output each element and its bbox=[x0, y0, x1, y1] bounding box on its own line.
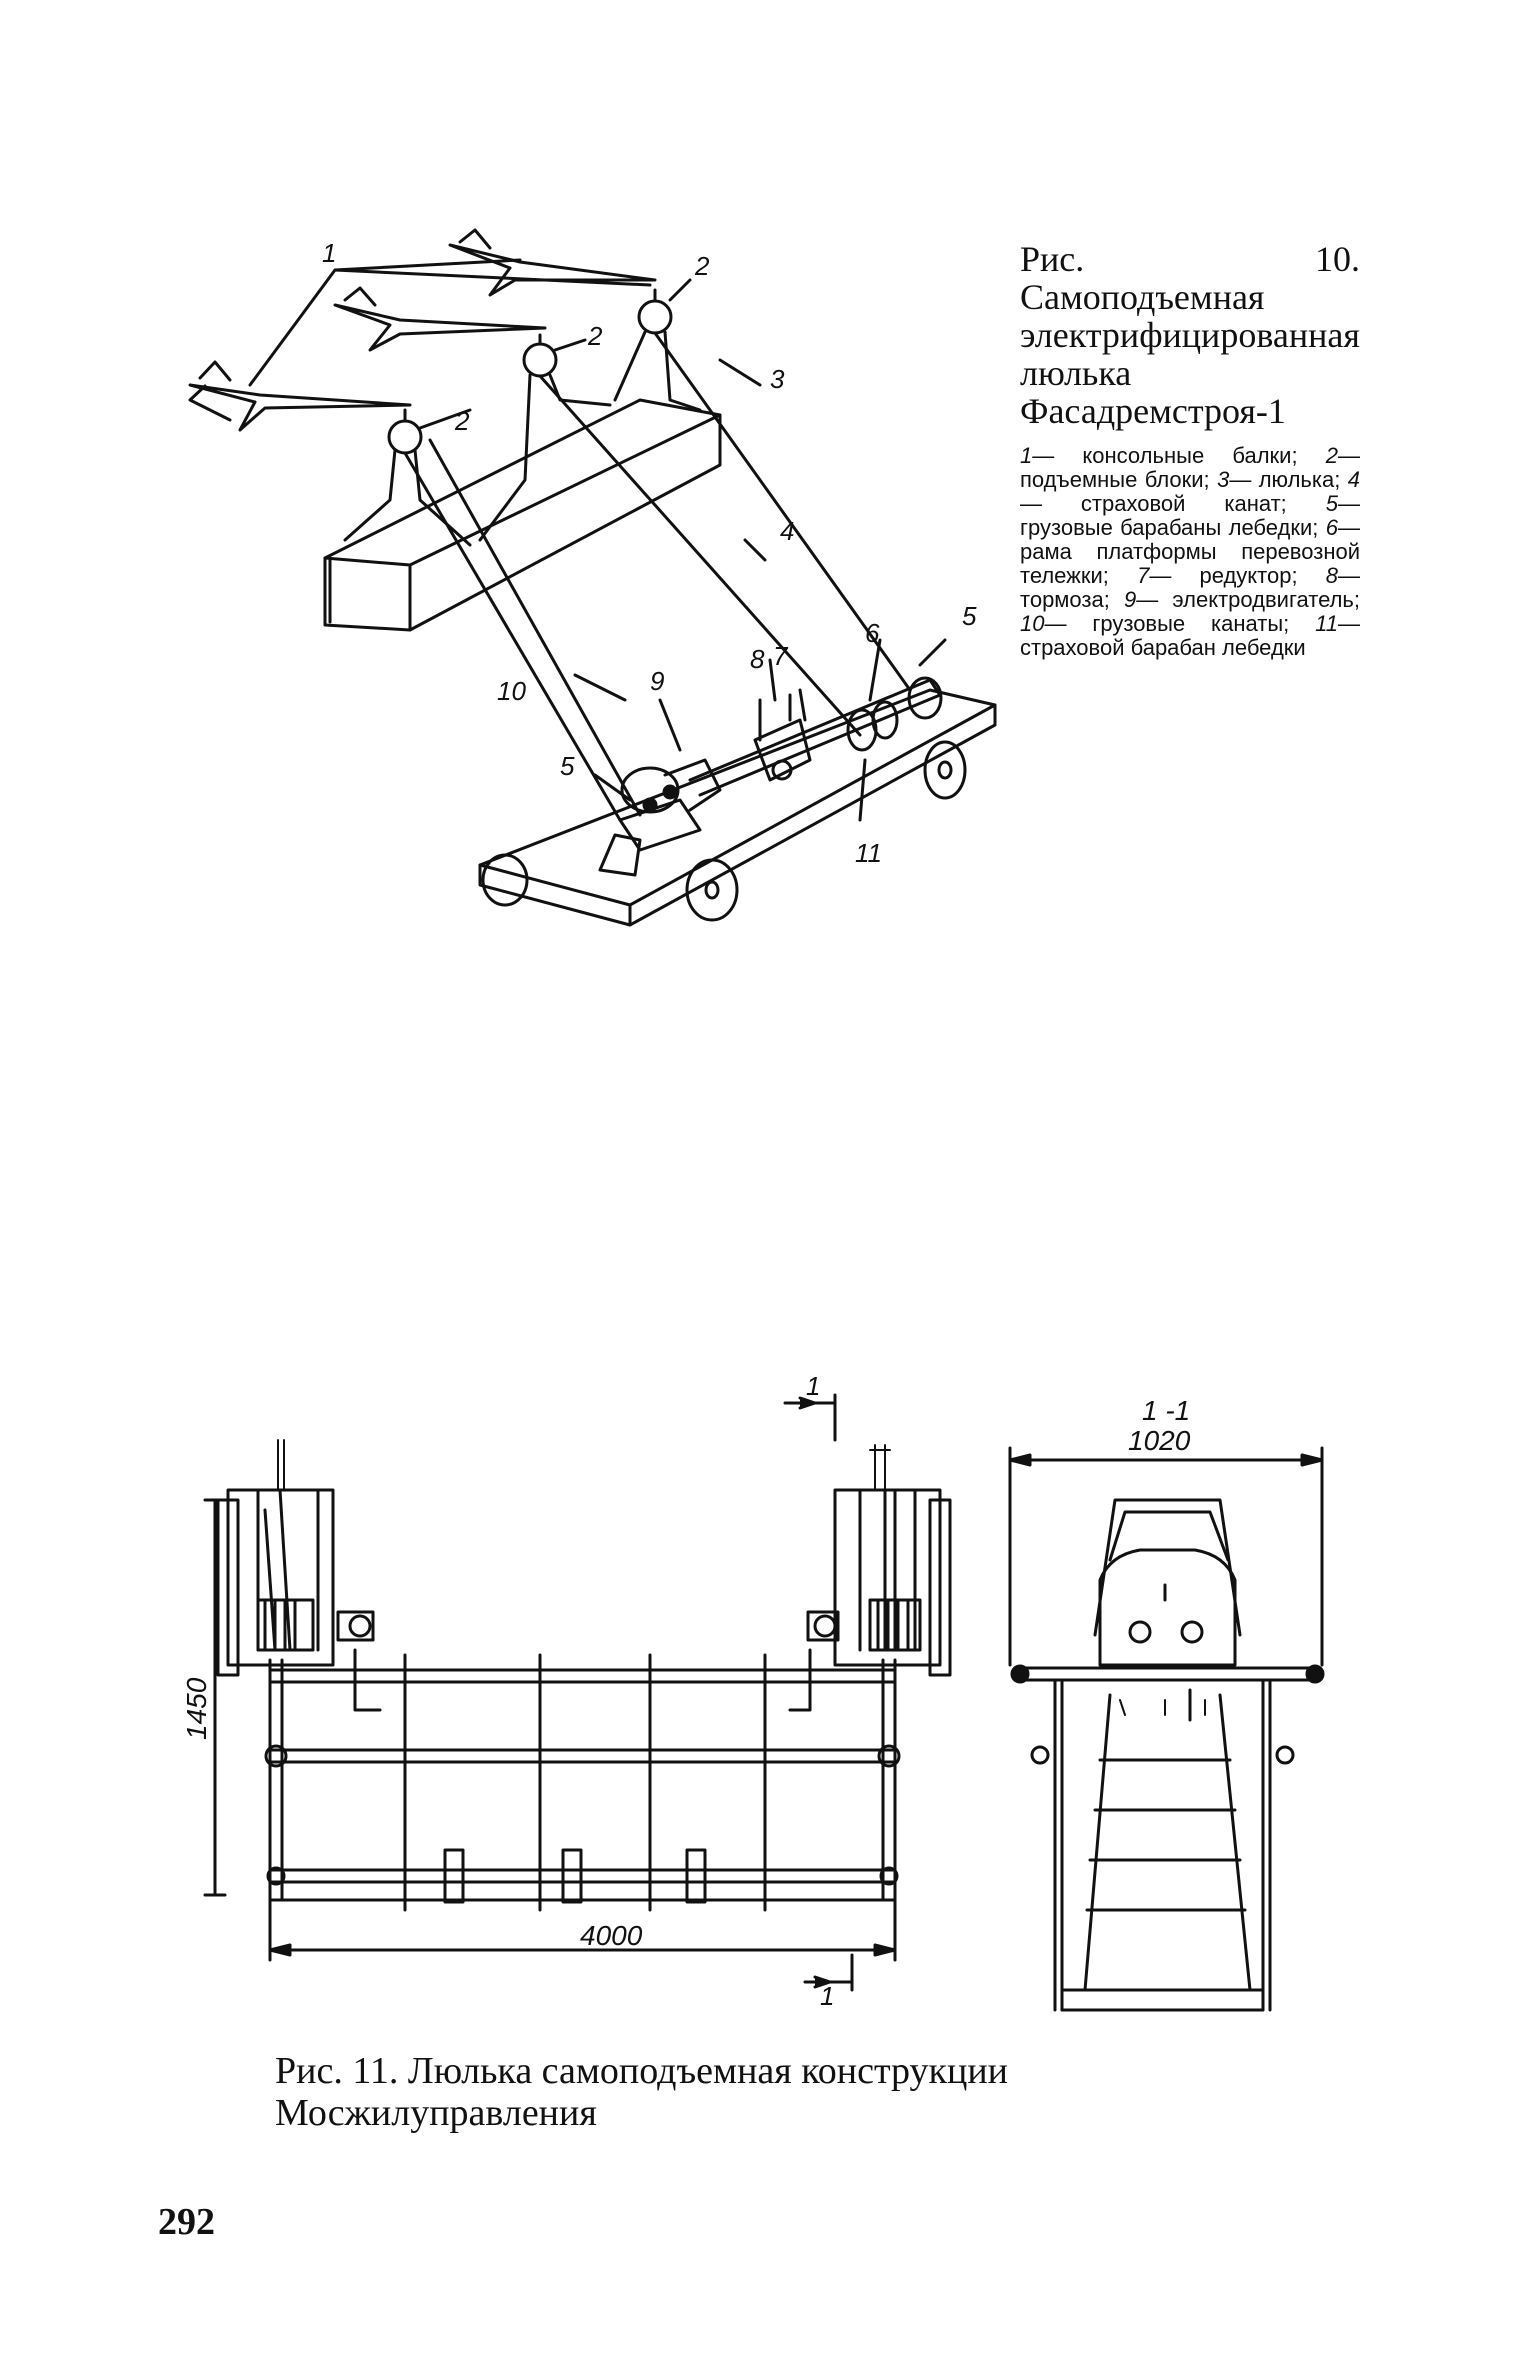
callout-2: 2 bbox=[694, 251, 710, 281]
section-marker-bottom: 1 bbox=[820, 1981, 834, 2011]
callout-4: 4 bbox=[780, 516, 794, 546]
section-marker-top: 1 bbox=[806, 1371, 820, 1401]
fig10-drawing bbox=[188, 228, 997, 927]
callout-11: 11 bbox=[855, 838, 882, 868]
fig11-section bbox=[1008, 1446, 1325, 2012]
callout-2: 2 bbox=[587, 321, 603, 351]
fig10-caption: Рис. 10. Самоподъемная электрифицированн… bbox=[1020, 240, 1360, 660]
callout-8: 8 bbox=[750, 644, 765, 674]
legend-item: 11— страховой барабан лебедки bbox=[1020, 611, 1360, 660]
cantilever-beam bbox=[333, 286, 547, 352]
fig10-legend: 1— консольные балки; 2— подъемные блоки;… bbox=[1020, 444, 1360, 660]
callout-7: 7 bbox=[773, 641, 789, 671]
legend-item: 5— грузовые барабаны лебедки; bbox=[1020, 491, 1360, 540]
legend-item: 10— грузовые канаты; bbox=[1020, 611, 1290, 636]
lifting-block bbox=[522, 342, 558, 378]
dimension-height: 1450 bbox=[181, 1677, 212, 1740]
safety-rope bbox=[653, 331, 912, 692]
fig11-caption: Рис. 11. Люлька самоподъемная конструкци… bbox=[275, 2050, 1009, 2134]
load-rope bbox=[403, 451, 622, 822]
legend-item: 4— страховой канат; bbox=[1020, 467, 1360, 516]
legend-item: 9— электродвигатель; bbox=[1124, 587, 1360, 612]
callout-3: 3 bbox=[770, 364, 785, 394]
callout-10: 10 bbox=[497, 676, 526, 706]
legend-item: 3— люлька; bbox=[1217, 467, 1341, 492]
cradle-box bbox=[323, 398, 722, 632]
platform-frame bbox=[478, 688, 997, 907]
page-number: 292 bbox=[158, 2201, 215, 2243]
cantilever-beam bbox=[188, 360, 412, 432]
section-title: 1 -1 bbox=[1142, 1395, 1190, 1426]
load-rope bbox=[428, 438, 642, 817]
callout-2: 2 bbox=[454, 406, 470, 436]
lifting-block bbox=[387, 419, 423, 455]
callout-6: 6 bbox=[865, 618, 880, 648]
fig10-title: Рис. 10. Самоподъемная электрифицированн… bbox=[1020, 239, 1360, 431]
dimension-length: 4000 bbox=[580, 1920, 643, 1951]
callout-5: 5 bbox=[560, 751, 575, 781]
fig11-elevation bbox=[203, 1393, 952, 1992]
dimension-width: 1020 bbox=[1128, 1425, 1191, 1456]
legend-item: 7— редуктор; bbox=[1137, 563, 1298, 588]
legend-item: 6— рама платформы перевозной тележки; bbox=[1020, 515, 1360, 588]
callout-5: 5 bbox=[962, 601, 977, 631]
legend-item: 8— тормоза; bbox=[1020, 563, 1360, 612]
callout-9: 9 bbox=[650, 666, 664, 696]
legend-item: 1— консольные балки; bbox=[1020, 443, 1298, 468]
load-rope bbox=[538, 374, 862, 737]
callout-1: 1 bbox=[322, 238, 336, 268]
legend-item: 2— подъемные блоки; bbox=[1020, 443, 1360, 492]
lifting-block bbox=[637, 299, 673, 335]
